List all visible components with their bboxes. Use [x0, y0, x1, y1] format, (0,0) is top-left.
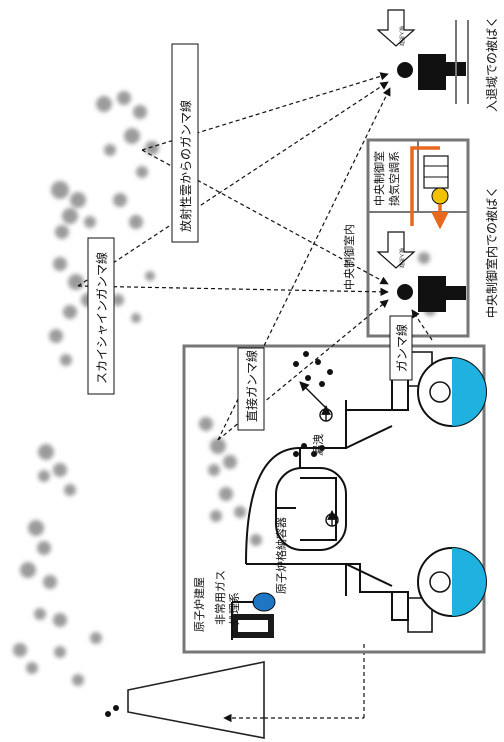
- cloud-puff: [63, 305, 77, 319]
- cloud-puff: [90, 632, 102, 644]
- cloud-puff: [199, 417, 213, 431]
- cloud-puff: [113, 193, 127, 207]
- cloud-puff: [145, 141, 159, 155]
- cloud-puff: [117, 91, 131, 105]
- svg-text:ガンマ線: ガンマ線: [394, 324, 409, 372]
- cloud-puff: [55, 225, 69, 239]
- emergency-gas-label-2: 処理系: [228, 592, 241, 625]
- cloud-puff: [53, 613, 67, 627]
- cloud-puff: [49, 329, 63, 343]
- cloud-puff: [26, 662, 38, 674]
- cloud-puff: [37, 541, 51, 555]
- svg-text:スカイシャインガンマ線: スカイシャインガンマ線: [94, 252, 109, 384]
- cloud-puff: [133, 105, 147, 119]
- label-direct-gamma: 直接ガンマ線: [237, 347, 265, 431]
- label-gamma: ガンマ線: [389, 315, 413, 381]
- control-room-hvac-label-1: 中央制御室: [372, 151, 386, 206]
- reactor-building-label: 原子炉建屋: [192, 577, 206, 632]
- suppression-pool-upper: [417, 357, 487, 427]
- exhaust-stack: [127, 644, 365, 739]
- cloud-puff: [13, 643, 27, 657]
- cloud-puff: [34, 608, 46, 620]
- containment-vessel: [245, 351, 433, 633]
- cloud-puff: [210, 438, 226, 454]
- inhalation-label-lower: 吸入摂取: [398, 248, 405, 268]
- cloud-puff: [54, 646, 66, 658]
- cloud-puff: [208, 464, 220, 476]
- cloud-puff: [223, 455, 237, 469]
- cloud-puff: [418, 252, 430, 264]
- cloud-puff: [28, 520, 44, 536]
- cloud-puff: [70, 192, 86, 208]
- cloud-puff: [84, 216, 96, 228]
- cloud-puff: [104, 144, 116, 156]
- cloud-puff: [129, 215, 143, 229]
- cloud-puff: [68, 274, 84, 290]
- cloud-puff: [234, 506, 246, 518]
- exposure-access-label: 入退域での被ばく: [485, 16, 499, 112]
- cloud-puff: [219, 487, 233, 501]
- radioactive-cloud: [13, 91, 443, 686]
- operator-in-control-room: 吸入摂取: [376, 231, 466, 312]
- label-skyshine-gamma: スカイシャインガンマ線: [87, 237, 115, 395]
- cloud-puff: [60, 354, 72, 366]
- cloud-puff: [53, 463, 67, 477]
- leak-arrows: [299, 381, 339, 527]
- leaked-particles: [105, 351, 333, 717]
- suppression-pool-lower: [417, 547, 487, 617]
- cloud-puff: [131, 313, 141, 323]
- control-room-inside-label: 中央制御室内: [342, 224, 356, 290]
- cloud-puff: [64, 484, 76, 496]
- svg-text:放射性雲からのガンマ線: 放射性雲からのガンマ線: [178, 100, 193, 232]
- cloud-puff: [112, 294, 124, 306]
- emergency-gas-label-1: 非常用ガス: [214, 570, 227, 625]
- svg-text:直接ガンマ線: 直接ガンマ線: [244, 350, 259, 422]
- containment-vessel-label: 原子炉格納容器: [274, 517, 288, 594]
- inhalation-label-upper: 吸入摂取: [398, 26, 405, 46]
- reactor-building-frame: [182, 344, 486, 654]
- label-radioactive-cloud-gamma: 放射性雲からのガンマ線: [171, 43, 199, 243]
- control-room-hvac-label-2: 換気空調系: [387, 151, 401, 206]
- cloud-puff: [250, 534, 262, 546]
- emergency-gas-treatment-system: [231, 592, 276, 640]
- operator-access-area: 吸入摂取: [376, 9, 466, 90]
- cloud-puff: [62, 208, 78, 224]
- cloud-puff: [124, 128, 140, 144]
- cloud-puff: [20, 562, 36, 578]
- hvac-unit: [410, 146, 449, 230]
- cloud-puff: [96, 96, 112, 112]
- cloud-puff: [43, 575, 57, 589]
- cloud-puff: [136, 166, 148, 178]
- exposure-control-room-label: 中央制御室内での被ばく: [484, 186, 499, 318]
- cloud-puff: [38, 444, 54, 460]
- cloud-puff: [210, 510, 222, 522]
- cloud-puff: [145, 271, 155, 281]
- cloud-puff: [53, 257, 67, 271]
- cloud-puff: [38, 470, 50, 482]
- cloud-puff: [51, 181, 69, 199]
- cloud-puff: [72, 674, 84, 686]
